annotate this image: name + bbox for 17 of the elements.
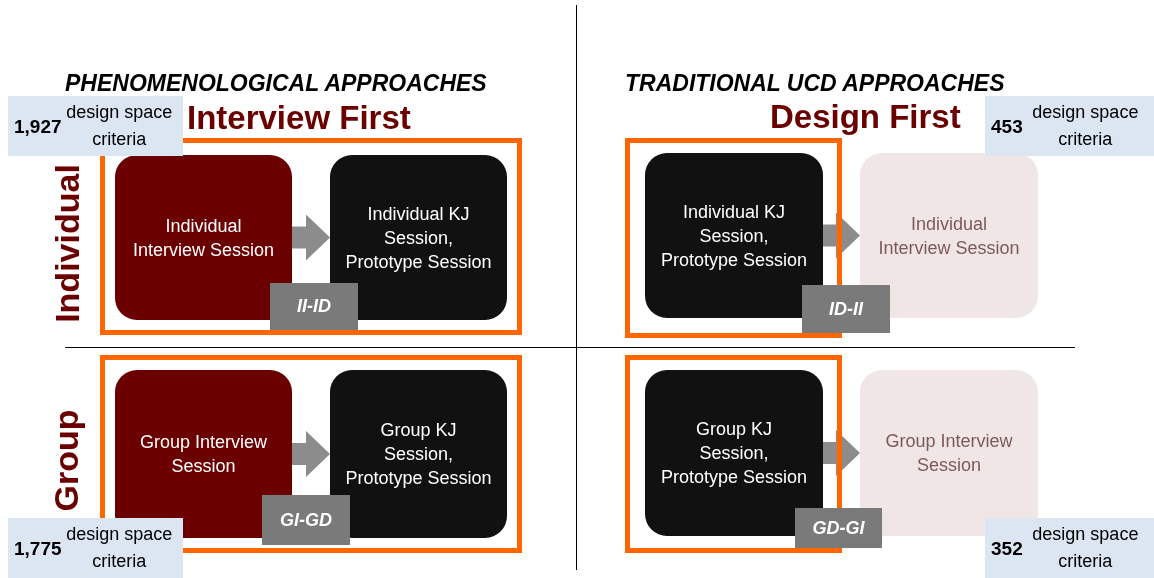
block-arrow (823, 430, 860, 476)
column-heading: TRADITIONAL UCD APPROACHES (625, 70, 1005, 97)
condition-tag: ID-II (802, 285, 890, 333)
condition-tag: GD-GI (795, 508, 882, 548)
condition-tag: II-ID (270, 283, 358, 330)
row-title: Group (47, 409, 87, 511)
session-box: Individual Interview Session (115, 155, 292, 320)
block-arrow (292, 214, 330, 261)
block-arrow (292, 431, 330, 477)
session-box: Individual KJ Session, Prototype Session (330, 155, 507, 320)
column-heading: PHENOMENOLOGICAL APPROACHES (65, 70, 487, 97)
block-arrow (823, 212, 860, 259)
row-title: Individual (47, 163, 87, 323)
session-box: Individual KJ Session, Prototype Session (645, 153, 823, 318)
column-title: Design First (770, 98, 961, 136)
column-title: Interview First (187, 99, 411, 137)
condition-tag: GI-GD (262, 495, 350, 545)
